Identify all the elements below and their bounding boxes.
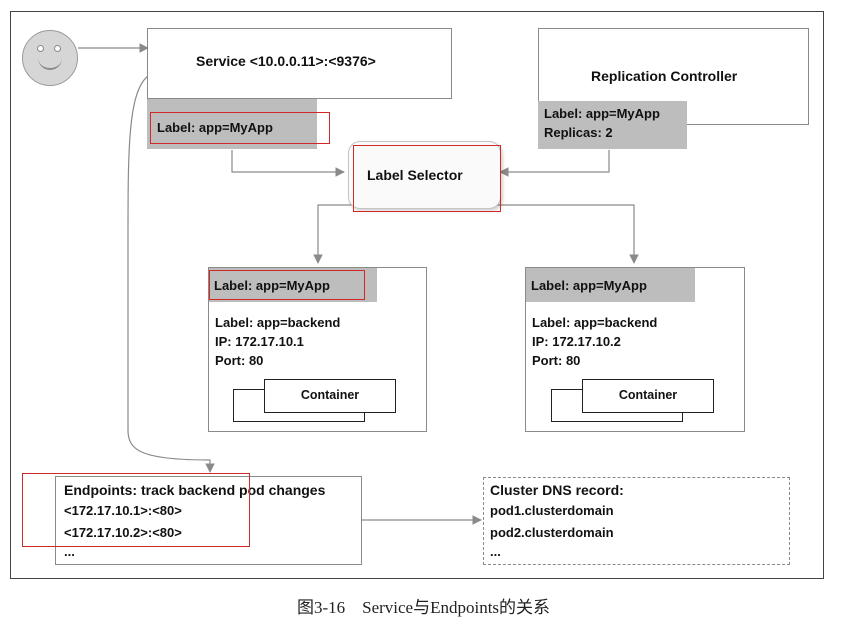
selector-to-pod2-arrow <box>470 204 639 264</box>
rc-replicas: Replicas: 2 <box>544 125 613 140</box>
pod-2-selector-panel: Label: app=MyApp <box>526 268 695 302</box>
pod-1-selector-panel: Label: app=MyApp <box>209 268 377 302</box>
dns-record-item: pod1.clusterdomain <box>490 503 614 518</box>
service-title: Service <10.0.0.11>:<9376> <box>196 53 376 69</box>
pod-1-port: Port: 80 <box>215 353 264 368</box>
selector-to-pod1-arrow <box>313 204 395 264</box>
service-label-panel: Label: app=MyApp <box>147 99 317 149</box>
pod-1-selector-label: Label: app=MyApp <box>214 278 330 293</box>
pod-2-container: Container <box>582 379 714 413</box>
endpoint-item: ... <box>64 544 75 559</box>
service-box: Service <10.0.0.11>:<9376> <box>147 28 452 99</box>
endpoints-title: Endpoints: track backend pod changes <box>64 482 326 498</box>
endpoints-highlight <box>22 473 250 547</box>
rc-label: Label: app=MyApp <box>544 106 660 121</box>
service-label: Label: app=MyApp <box>157 120 273 135</box>
smiley-mouth <box>38 57 62 70</box>
pod-2-container-label: Container <box>618 388 678 402</box>
pod-1-container: Container <box>264 379 396 413</box>
pod-2-info: Label: app=backend IP: 172.17.10.2 Port:… <box>532 313 657 370</box>
rc-label-panel: Label: app=MyApp Replicas: 2 <box>538 101 687 149</box>
label-selector-box: Label Selector <box>348 141 501 209</box>
dns-record-item: ... <box>490 544 501 559</box>
pod-1-label-highlight <box>209 270 365 300</box>
label-selector-text: Label Selector <box>367 167 463 183</box>
figure-caption: 图3-16 Service与Endpoints的关系 <box>296 598 551 617</box>
pod-2-box: Label: app=MyApp Label: app=backend IP: … <box>525 267 745 432</box>
pod-2-label: Label: app=backend <box>532 315 658 330</box>
service-to-selector-arrow <box>231 150 345 177</box>
rc-to-selector-arrow <box>499 150 610 177</box>
endpoints-box: Endpoints: track backend pod changes <17… <box>55 476 362 565</box>
pod-1-box: Label: app=MyApp Label: app=backend IP: … <box>208 267 427 432</box>
dns-record-box: Cluster DNS record: pod1.clusterdomain p… <box>483 477 790 565</box>
label-selector-highlight <box>353 145 501 212</box>
smiley-eye <box>37 45 44 52</box>
client-smiley-icon <box>22 30 78 86</box>
service-to-endpoints-arrow <box>127 75 215 473</box>
pod-1-ip: IP: 172.17.10.1 <box>215 334 304 349</box>
endpoint-item: <172.17.10.1>:<80> <box>64 503 182 518</box>
dns-record-item: pod2.clusterdomain <box>490 525 614 540</box>
pod-2-port: Port: 80 <box>532 353 581 368</box>
endpoint-item: <172.17.10.2>:<80> <box>64 525 182 540</box>
dns-title: Cluster DNS record: <box>490 482 624 498</box>
pod-1-info: Label: app=backend IP: 172.17.10.1 Port:… <box>215 313 340 370</box>
pod-1-container-label: Container <box>300 388 360 402</box>
service-label-highlight <box>150 112 330 144</box>
pod-2-selector-label: Label: app=MyApp <box>531 278 647 293</box>
smiley-eye <box>54 45 61 52</box>
rc-title: Replication Controller <box>591 68 738 84</box>
pod-1-label: Label: app=backend <box>215 315 341 330</box>
pod-2-ip: IP: 172.17.10.2 <box>532 334 621 349</box>
diagram-frame <box>10 11 824 579</box>
